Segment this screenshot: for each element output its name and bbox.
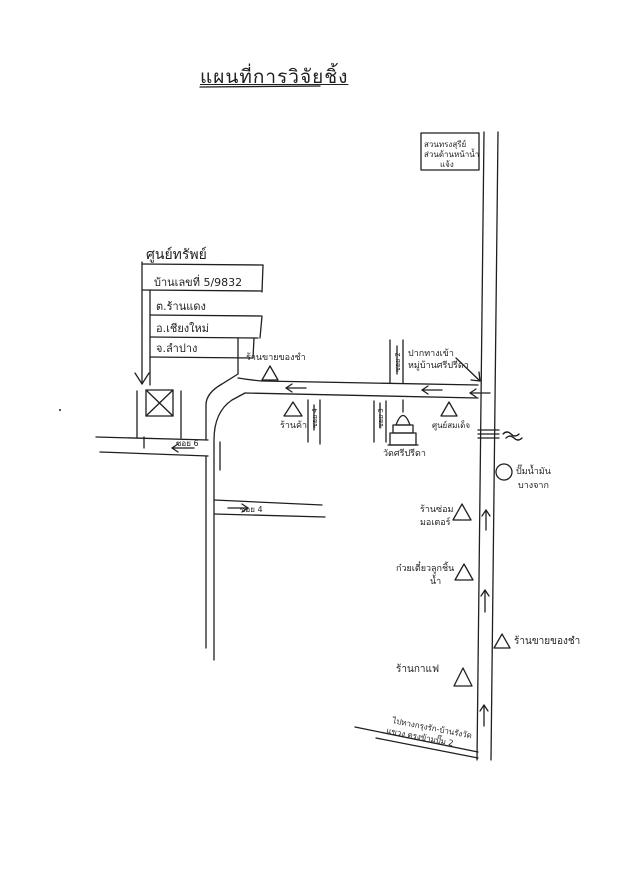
top-box-line-2: ส่วนด้านหน้าน้ำ [424, 148, 479, 159]
grocery-right-label: ร้านขายของชำ [514, 635, 580, 647]
address-line-1: ศูนย์ทรัพย์ [146, 246, 207, 263]
address-line-4: อ.เชียงใหม่ [156, 322, 209, 335]
landmark-grocery-right [493, 633, 511, 649]
top-box-line-1: สวนทรงสุรีย์ [424, 139, 466, 149]
top-box-line-3: แจ้ง [440, 160, 454, 169]
gas-line-1: ปั๊มน้ำมัน [516, 464, 551, 477]
stray-dot [59, 409, 61, 411]
address-block [134, 261, 264, 386]
top-right-info-box [420, 132, 480, 171]
soi-lower-label: ซอย 4 [240, 505, 263, 514]
address-line-5: จ.ลำปาง [156, 342, 197, 355]
soi-4-road [307, 399, 321, 445]
landmark-school [440, 401, 458, 417]
entrance-line-1: ปากทางเข้า [408, 348, 454, 359]
noodle-line-2: น้ำ [430, 574, 441, 587]
title-underline [199, 85, 321, 88]
school-label: ศูนย์สมเด็จ [432, 420, 470, 431]
landmark-gas-station [495, 463, 513, 481]
soi-3-road [373, 400, 387, 443]
entrance-line-2: หมู่บ้านศรีปรีดา [408, 360, 469, 371]
left-vertical-road [205, 337, 326, 661]
motorbike-line-2: มอเตอร์ [420, 516, 451, 528]
main-horizontal-road [237, 377, 491, 399]
bottom-diagonal-road [354, 726, 479, 759]
address-line-3: ต.ร้านแดง [156, 300, 206, 313]
landmark-noodle [454, 563, 474, 581]
temple-label: วัดศรีปรีดา [383, 448, 426, 459]
gas-line-2: บางจาก [518, 481, 549, 491]
address-line-2: บ้านเลขที่ 5/9832 [154, 274, 242, 289]
landmark-cafe [453, 667, 473, 687]
cafe-label: ร้านกาแฟ [396, 663, 439, 675]
soi-4-label: ซอย 4 [311, 408, 319, 428]
landmark-temple [387, 399, 419, 446]
page-title: แผนที่การวิจัยชิ้ง [200, 66, 349, 88]
landmark-motorbike [452, 503, 472, 521]
landmark-shop-mid [283, 401, 303, 417]
house-marker [136, 389, 182, 439]
soi-2-road [389, 339, 404, 384]
soi-6-label: ซอย 6 [176, 439, 199, 448]
right-main-road [455, 131, 523, 761]
soi-2-label: ซอย 2 [394, 352, 402, 372]
soi-6-road [95, 436, 209, 457]
soi-3-label: ซอย 3 [377, 408, 385, 428]
shop-top-label: ร้านขายของชำ [246, 352, 306, 363]
motorbike-line-1: ร้านซ่อม [420, 504, 454, 515]
landmark-shop-top [261, 365, 279, 381]
noodle-line-1: ก๋วยเตี๋ยวลูกชิ้น [396, 561, 454, 574]
shop-mid-label: ร้านค้า [280, 420, 307, 431]
